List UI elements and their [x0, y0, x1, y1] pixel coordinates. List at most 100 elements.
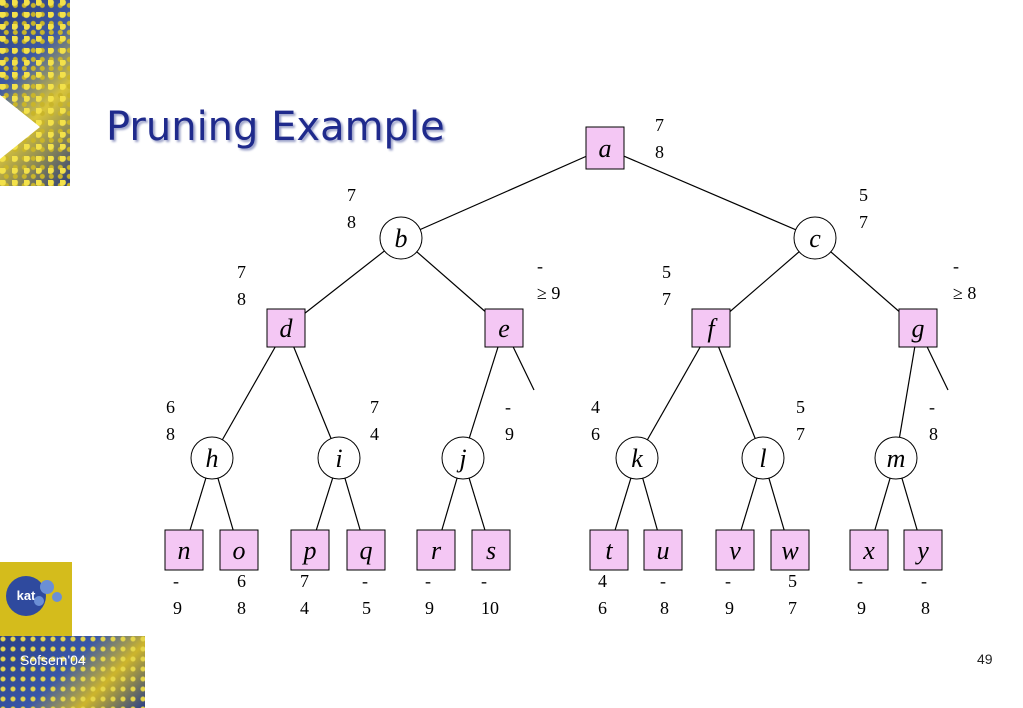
max-node-box-a: [585, 126, 625, 170]
max-node-box-y: [903, 529, 943, 571]
node-t: t: [589, 529, 629, 571]
node-f: f: [691, 308, 731, 348]
node-value-f-top: 5: [662, 262, 671, 282]
max-node-box-v: [715, 529, 755, 571]
node-q: q: [346, 529, 386, 571]
node-o: o: [219, 529, 259, 571]
max-node-box-d: [266, 308, 306, 348]
node-value-t-top: 4: [598, 571, 607, 591]
max-node-box-r: [416, 529, 456, 571]
node-label-b: b: [395, 224, 408, 253]
max-node-box-o: [219, 529, 259, 571]
node-value-m-top: -: [929, 397, 935, 417]
node-v: v: [715, 529, 755, 571]
node-label-d: d: [280, 314, 294, 343]
node-value-a-top: 7: [655, 115, 664, 135]
node-value-h-top: 6: [166, 397, 175, 417]
edge-g-m: [895, 327, 919, 459]
min-node-circle-c: [793, 216, 837, 260]
node-value-n-top: -: [173, 571, 179, 591]
node-value-f-bottom: 7: [662, 289, 671, 309]
node-label-k: k: [631, 444, 643, 473]
node-value-s-bottom: 10: [481, 598, 499, 618]
node-y: y: [903, 529, 943, 571]
edge-d-h: [211, 327, 287, 459]
footer-decoration: [0, 636, 145, 708]
max-node-box-p: [290, 529, 330, 571]
max-node-box-q: [346, 529, 386, 571]
node-d: d: [266, 308, 306, 348]
node-value-g-top: -: [953, 256, 959, 276]
edge-f-l: [710, 327, 764, 459]
min-node-circle-k: [615, 436, 659, 480]
min-node-circle-h: [190, 436, 234, 480]
node-value-y-bottom: 8: [921, 598, 930, 618]
node-e: e: [484, 308, 524, 348]
node-a: a: [585, 126, 625, 170]
edge-a-c: [604, 147, 816, 239]
node-k: k: [615, 436, 659, 480]
node-label-u: u: [657, 536, 670, 565]
node-value-j-top: -: [505, 397, 511, 417]
node-value-k-top: 4: [591, 397, 600, 417]
node-s: s: [471, 529, 511, 571]
node-n: n: [164, 529, 204, 571]
node-label-a: a: [599, 134, 612, 163]
node-value-e-bottom: ≥ 9: [537, 283, 560, 303]
node-label-v: v: [729, 536, 741, 565]
node-value-i-top: 7: [370, 397, 379, 417]
edge-a-b: [400, 147, 606, 239]
min-node-circle-m: [874, 436, 918, 480]
edge-e-j: [462, 327, 505, 459]
node-value-s-top: -: [481, 571, 487, 591]
slide-title: Pruning Example: [106, 104, 445, 150]
node-p: p: [290, 529, 330, 571]
node-h: h: [190, 436, 234, 480]
node-value-x-top: -: [857, 571, 863, 591]
min-node-circle-j: [441, 436, 485, 480]
node-label-x: x: [862, 536, 875, 565]
edge-f-k: [636, 327, 712, 459]
node-label-p: p: [302, 536, 317, 565]
max-node-box-f: [691, 308, 731, 348]
node-value-b-bottom: 8: [347, 212, 356, 232]
node-r: r: [416, 529, 456, 571]
max-node-box-s: [471, 529, 511, 571]
node-value-o-top: 6: [237, 571, 246, 591]
node-value-r-top: -: [425, 571, 431, 591]
node-value-v-bottom: 9: [725, 598, 734, 618]
edge-d-i: [285, 327, 340, 459]
node-label-q: q: [360, 536, 373, 565]
node-value-d-bottom: 8: [237, 289, 246, 309]
node-label-e: e: [498, 314, 510, 343]
node-value-b-top: 7: [347, 185, 356, 205]
node-value-y-top: -: [921, 571, 927, 591]
footer-label: Sofsem'04: [20, 652, 86, 668]
node-value-q-bottom: 5: [362, 598, 371, 618]
node-value-k-bottom: 6: [591, 424, 600, 444]
node-value-l-bottom: 7: [796, 424, 805, 444]
node-value-m-bottom: 8: [929, 424, 938, 444]
node-value-c-bottom: 7: [859, 212, 868, 232]
node-label-c: c: [809, 224, 821, 253]
node-value-w-bottom: 7: [788, 598, 797, 618]
node-label-w: w: [781, 536, 799, 565]
node-x: x: [849, 529, 889, 571]
node-value-l-top: 5: [796, 397, 805, 417]
min-node-circle-b: [379, 216, 423, 260]
min-node-circle-i: [317, 436, 361, 480]
node-value-p-top: 7: [300, 571, 309, 591]
page-number: 49: [977, 651, 993, 667]
max-node-box-g: [898, 308, 938, 348]
kat-logo: kat: [0, 562, 72, 636]
node-label-t: t: [605, 536, 613, 565]
node-value-g-bottom: ≥ 8: [953, 283, 976, 303]
node-value-u-top: -: [660, 571, 666, 591]
node-label-l: l: [759, 444, 766, 473]
node-value-r-bottom: 9: [425, 598, 434, 618]
node-value-e-top: -: [537, 256, 543, 276]
max-node-box-e: [484, 308, 524, 348]
node-w: w: [770, 529, 810, 571]
node-u: u: [643, 529, 683, 571]
